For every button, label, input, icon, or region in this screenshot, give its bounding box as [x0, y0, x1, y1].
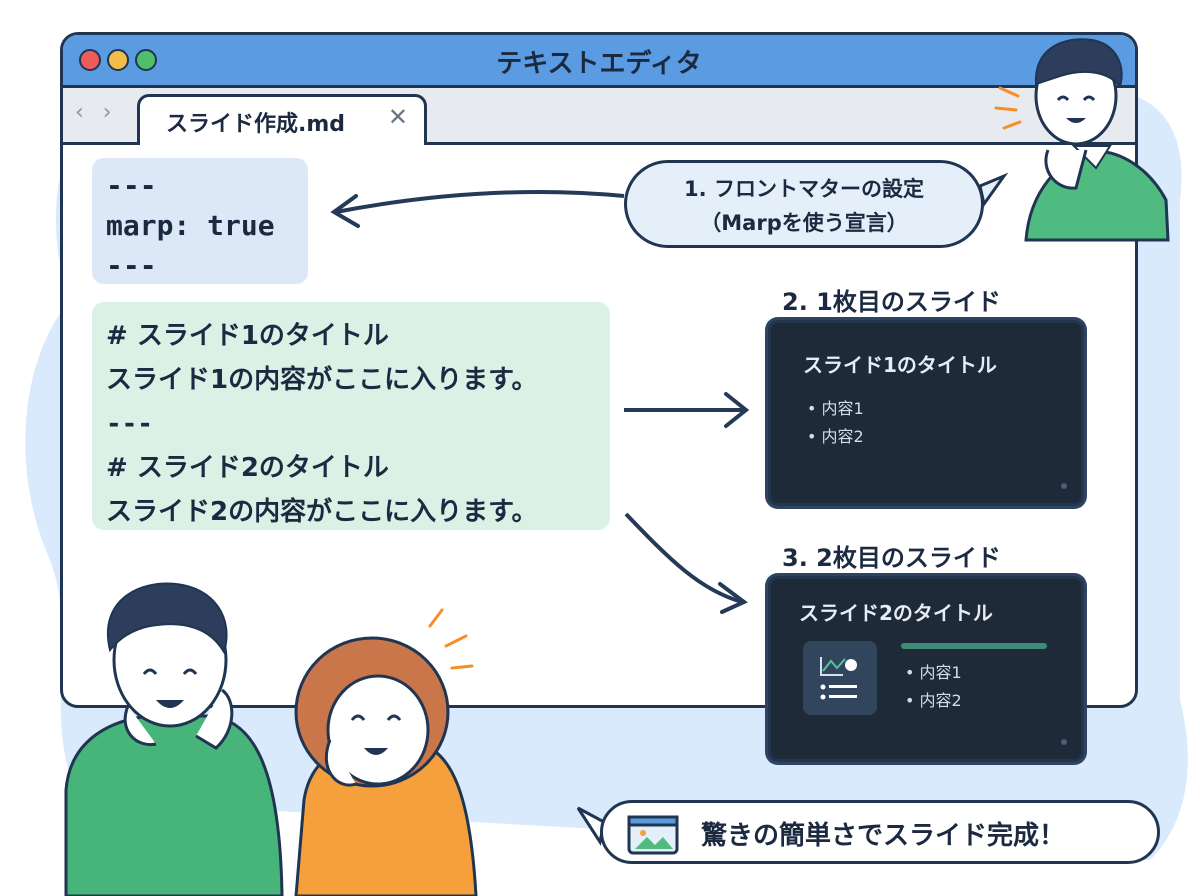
front-matter-block[interactable]: --- marp: true --- — [92, 158, 308, 284]
slide2-item: • 内容1 — [905, 663, 962, 682]
chart-list-icon — [803, 641, 877, 715]
code-line: スライド1の内容がここに入ります。 — [106, 365, 538, 395]
front-matter-callout: 1. フロントマターの設定 （Marpを使う宣言） — [624, 160, 984, 248]
code-line: # スライド1のタイトル — [106, 321, 389, 351]
tab-label: スライド作成.md — [166, 112, 346, 137]
maximize-window-button[interactable] — [135, 49, 157, 71]
close-window-button[interactable] — [79, 49, 101, 71]
tab-bar: ‹ › スライド作成.md ✕ — [63, 88, 1135, 145]
slide1-title: スライド1のタイトル — [803, 353, 997, 377]
code-line: --- — [106, 249, 157, 282]
tab-slide-md[interactable]: スライド作成.md ✕ — [137, 94, 427, 145]
bottom-message: 驚きの簡単さでスライド完成！ — [701, 821, 1066, 851]
slide-indicator-dot — [1061, 739, 1067, 745]
slide1-item: • 内容1 — [807, 399, 864, 418]
slide1-preview[interactable]: スライド1のタイトル • 内容1 • 内容2 — [768, 320, 1084, 506]
slide-indicator-dot — [1061, 483, 1067, 489]
slide2-title: スライド2のタイトル — [799, 601, 993, 625]
window-title: テキストエディタ — [496, 49, 702, 79]
image-icon — [627, 815, 679, 855]
slide1-heading: 2. 1枚目のスライド — [782, 288, 1001, 316]
close-tab-icon[interactable]: ✕ — [387, 103, 408, 131]
code-line: --- — [106, 169, 157, 202]
code-line: marp: true — [106, 209, 275, 242]
code-line: # スライド2のタイトル — [106, 453, 389, 483]
callout-line-2: （Marpを使う宣言） — [700, 211, 908, 235]
callout-line-1: 1. フロントマターの設定 — [684, 177, 924, 201]
title-bar: テキストエディタ — [63, 35, 1135, 88]
markdown-body-block[interactable]: # スライド1のタイトル スライド1の内容がここに入ります。 --- # スライ… — [92, 302, 610, 530]
slide1-item: • 内容2 — [807, 427, 864, 446]
code-line: スライド2の内容がここに入ります。 — [106, 497, 538, 527]
slide2-item: • 内容2 — [905, 691, 962, 710]
slide2-preview[interactable]: スライド2のタイトル • 内容1 • 内容2 — [768, 576, 1084, 762]
nav-arrows-icon[interactable]: ‹ › — [75, 100, 118, 125]
bottom-callout: 驚きの簡単さでスライド完成！ — [600, 800, 1160, 864]
accent-bar — [901, 643, 1047, 649]
minimize-window-button[interactable] — [107, 49, 129, 71]
code-line: --- — [106, 409, 153, 439]
slide2-heading: 3. 2枚目のスライド — [782, 544, 1001, 572]
